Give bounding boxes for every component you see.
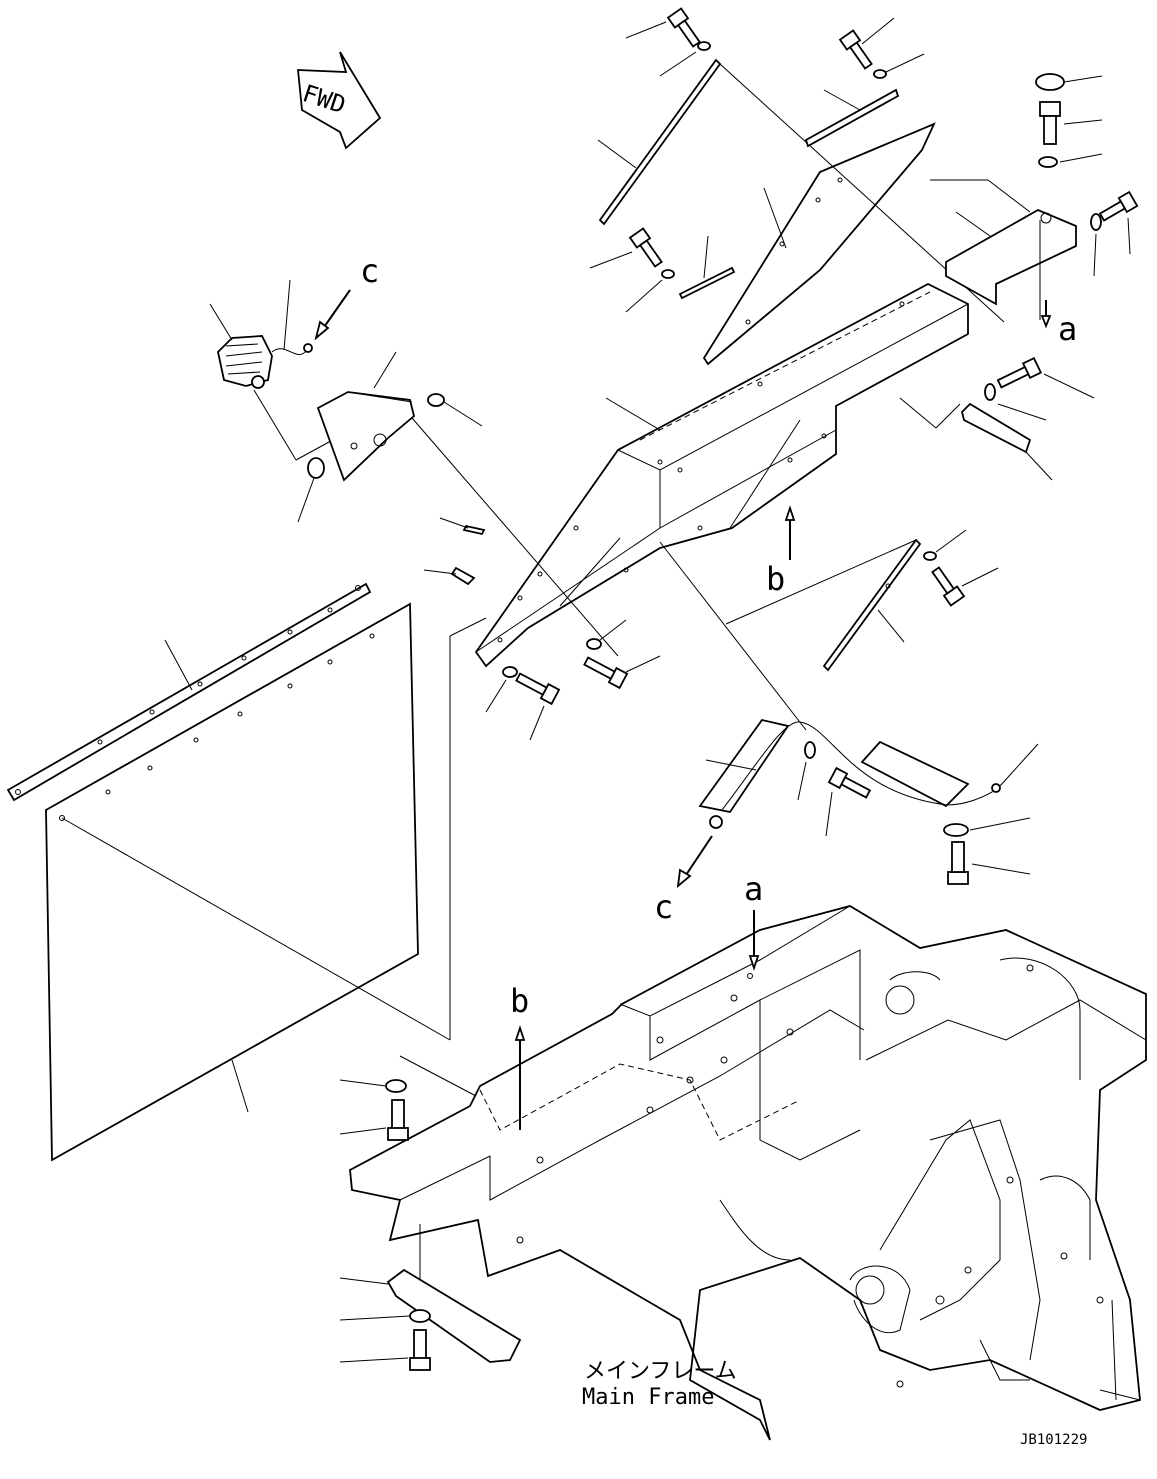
small-hardware <box>423 517 661 741</box>
svg-text:b: b <box>510 982 529 1020</box>
figure-code: JB101229 <box>1020 1432 1087 1448</box>
svg-text:c: c <box>360 252 379 290</box>
wire-harness <box>659 541 1039 885</box>
callout-b-frame: b <box>510 982 529 1130</box>
cover-plate <box>702 122 936 366</box>
callout-a-top: a <box>1058 310 1077 348</box>
callout-b-mid: b <box>766 505 796 598</box>
callout-c-bottom: c <box>654 835 713 926</box>
work-lamp <box>209 279 341 461</box>
bolt-group-lower-left <box>339 1055 522 1371</box>
svg-text:b: b <box>766 560 785 598</box>
bolt-group-right <box>899 356 1095 481</box>
upper-bar-left <box>597 58 1005 323</box>
lamp-bracket <box>297 351 619 657</box>
mud-flap-bar <box>6 582 372 802</box>
mud-flap-sheet <box>45 602 487 1162</box>
main-frame <box>349 905 1147 1441</box>
callout-a-frame: a <box>744 870 763 971</box>
main-frame-label-jp: メインフレーム <box>584 1359 737 1384</box>
svg-text:c: c <box>654 888 673 926</box>
top-right-bracket: a <box>930 179 1077 348</box>
fwd-arrow-sign: FWD <box>297 51 382 150</box>
lower-right-bar <box>725 529 999 672</box>
svg-text:a: a <box>744 870 763 908</box>
small-bar <box>678 235 736 300</box>
callout-c-top: c <box>314 252 379 341</box>
main-bracket-beam <box>474 282 969 668</box>
upper-bar-right <box>804 88 900 148</box>
main-frame-label-en: Main Frame <box>582 1385 714 1410</box>
bolt-group-top <box>589 7 1139 313</box>
